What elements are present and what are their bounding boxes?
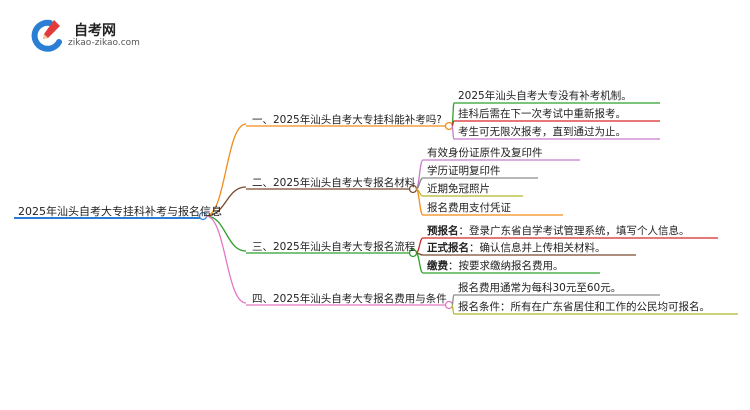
leaf-1-3[interactable]: 考生可无限次报考，直到通过为止。 (458, 125, 626, 139)
leaf-2-4[interactable]: 报名费用支付凭证 (427, 201, 511, 215)
leaf-1-1[interactable]: 2025年汕头自考大专没有补考机制。 (458, 89, 632, 103)
leaf-link-1-3 (451, 125, 455, 140)
leaf-link-3-1 (415, 237, 424, 254)
site-logo[interactable]: 自考网 zikao-zikao.com (30, 18, 150, 52)
branch-link-2 (205, 186, 247, 217)
logo-url: zikao-zikao.com (68, 38, 140, 48)
branch-topic-2[interactable]: 二、2025年汕头自考大专报名材料 (252, 176, 415, 190)
leaf-3-1-bold: 预报名 (427, 225, 459, 237)
leaf-2-3-text: 近期免冠照片 (427, 183, 490, 195)
leaf-link-3-3 (415, 252, 424, 274)
branch-topic-4[interactable]: 四、2025年汕头自考大专报名费用与条件 (252, 292, 447, 306)
branch-link-1 (205, 123, 247, 217)
branch-topic-1[interactable]: 一、2025年汕头自考大专挂科能补考吗? (252, 113, 442, 127)
branch-topic-2-text: 二、2025年汕头自考大专报名材料 (252, 177, 416, 189)
branch-topic-3-text: 三、2025年汕头自考大专报名流程 (252, 241, 416, 253)
logo-icon (31, 19, 62, 52)
leaf-2-1-text: 有效身份证原件及复印件 (427, 147, 543, 159)
leaf-4-1[interactable]: 报名费用通常为每科30元至60元。 (458, 281, 621, 295)
leaf-3-2-bold: 正式报名 (427, 242, 469, 254)
root-topic-text: 2025年汕头自考大专挂科补考与报名信息 (18, 205, 222, 218)
leaf-3-1-text: ：登录广东省自学考试管理系统，填写个人信息。 (458, 225, 690, 237)
leaf-2-4-text: 报名费用支付凭证 (427, 202, 511, 214)
leaf-3-3-text: ：按要求缴纳报名费用。 (448, 260, 564, 272)
branch-topic-3[interactable]: 三、2025年汕头自考大专报名流程 (252, 240, 415, 254)
leaf-2-3[interactable]: 近期免冠照片 (427, 182, 490, 196)
leaf-4-2-text: 报名条件：所有在广东省居住和工作的公民均可报名。 (458, 301, 710, 313)
leaf-link-4-2 (451, 304, 455, 315)
leaf-2-2-text: 学历证明复印件 (427, 165, 501, 177)
leaf-3-3-bold: 缴费 (427, 260, 448, 272)
leaf-3-1[interactable]: 预报名：登录广东省自学考试管理系统，填写个人信息。 (427, 224, 690, 238)
leaf-1-2[interactable]: 挂科后需在下一次考试中重新报考。 (458, 107, 626, 121)
branch-topic-4-text: 四、2025年汕头自考大专报名费用与条件 (252, 293, 447, 305)
leaf-3-3[interactable]: 缴费：按要求缴纳报名费用。 (427, 259, 564, 273)
branch-link-4 (205, 215, 247, 304)
leaf-1-2-text: 挂科后需在下一次考试中重新报考。 (458, 108, 626, 120)
leaf-1-3-text: 考生可无限次报考，直到通过为止。 (458, 126, 626, 138)
branch-connector-1 (444, 121, 454, 131)
leaf-link-4-1 (451, 294, 455, 306)
leaf-link-2-4 (415, 188, 424, 216)
leaf-2-2[interactable]: 学历证明复印件 (427, 164, 501, 178)
logo-name: 自考网 (74, 23, 116, 39)
leaf-3-2-text: ：确认信息并上传相关材料。 (469, 242, 606, 254)
leaf-1-1-text: 2025年汕头自考大专没有补考机制。 (458, 90, 632, 102)
root-topic[interactable]: 2025年汕头自考大专挂科补考与报名信息 (18, 205, 222, 219)
leaf-3-2[interactable]: 正式报名：确认信息并上传相关材料。 (427, 241, 606, 255)
branch-topic-1-text: 一、2025年汕头自考大专挂科能补考吗? (252, 114, 442, 126)
leaf-4-1-text: 报名费用通常为每科30元至60元。 (458, 282, 622, 294)
leaf-2-1[interactable]: 有效身份证原件及复印件 (427, 146, 543, 160)
branch-link-3 (205, 215, 247, 252)
leaf-4-2[interactable]: 报名条件：所有在广东省居住和工作的公民均可报名。 (458, 300, 710, 314)
